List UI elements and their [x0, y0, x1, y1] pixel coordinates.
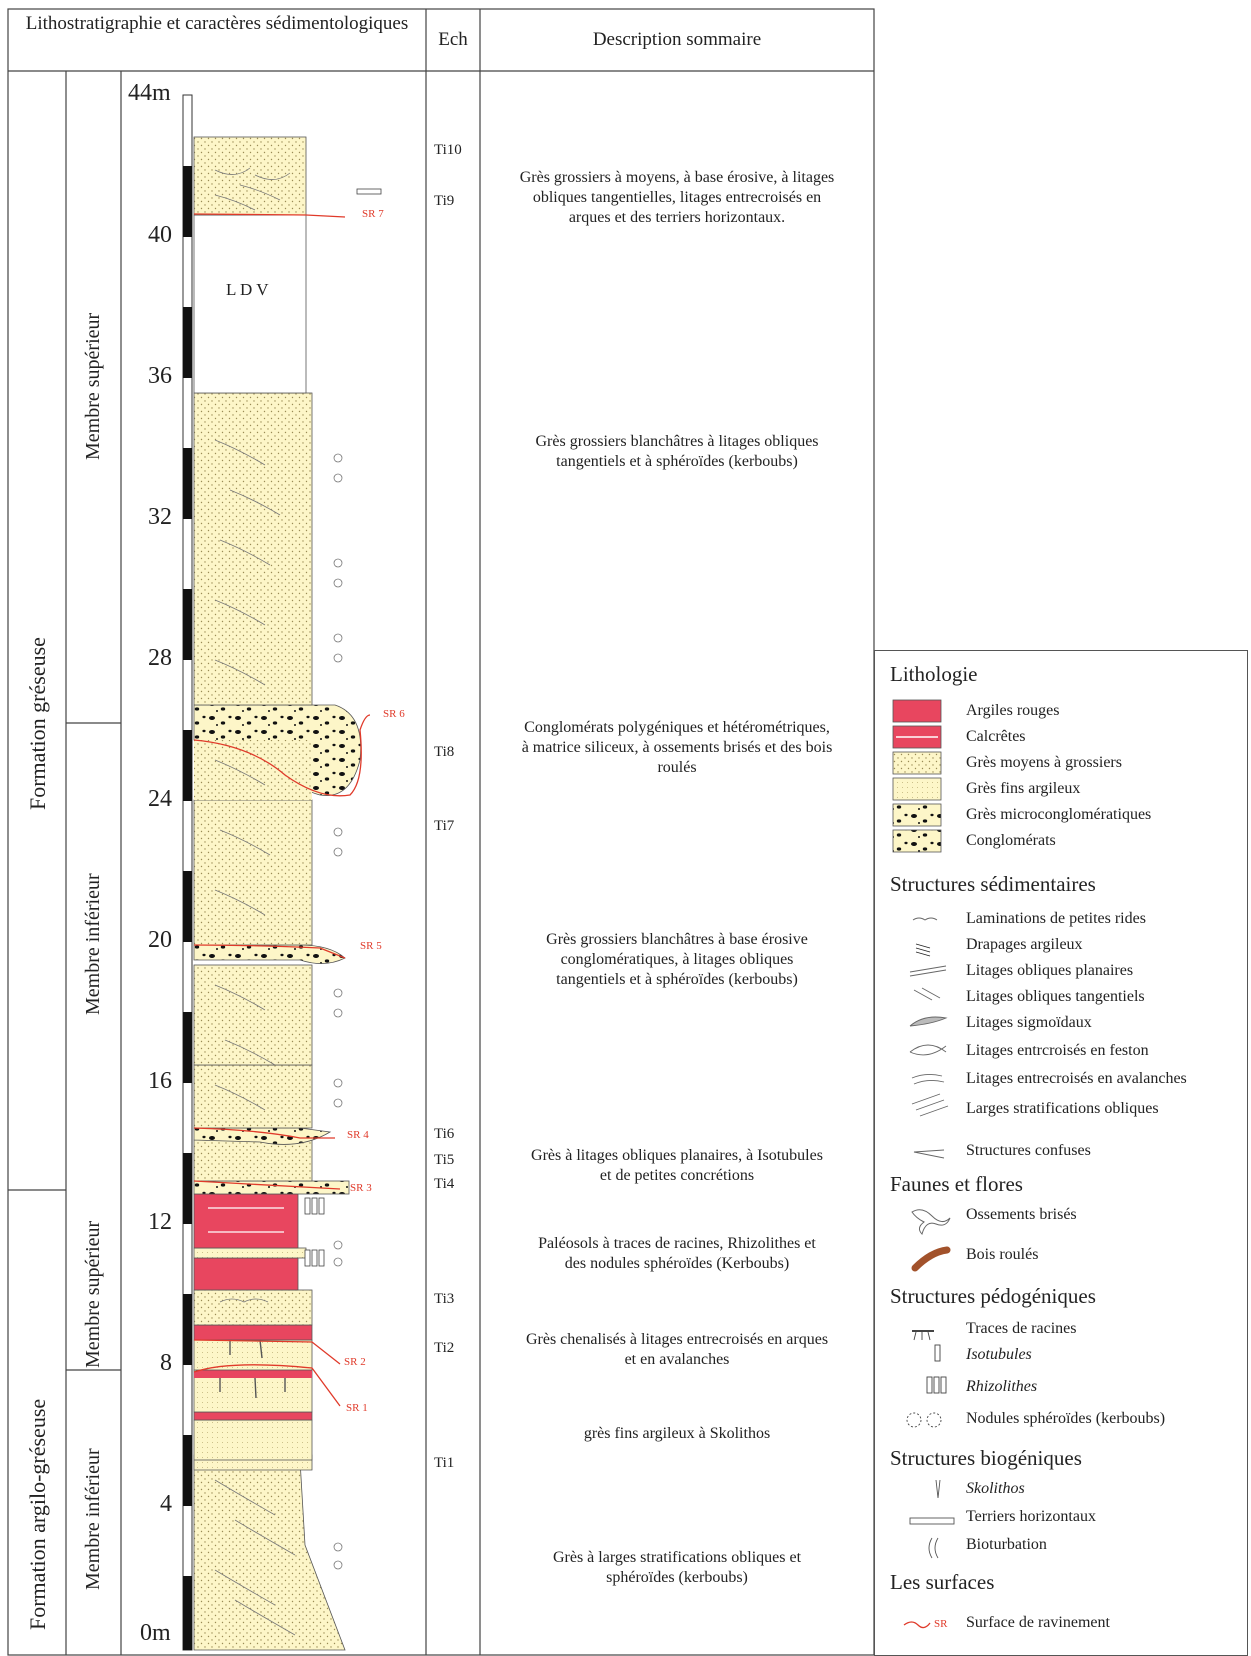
scale-24: 24: [148, 786, 172, 812]
sample-ti1: Ti1: [434, 1455, 455, 1471]
description-block: Conglomérats polygéniques et hétérométri…: [521, 719, 833, 776]
legend-item: Litages entrecroisés en avalanches: [966, 1070, 1187, 1087]
legend-structure-icons: [909, 917, 949, 1159]
legend-swatches: [892, 699, 942, 853]
legend-item: Rhizolithes: [966, 1378, 1038, 1395]
description-block: grès fins argileux à Skolithos: [583, 1425, 771, 1442]
description-block: Paléosols à traces de racines, Rhizolith…: [538, 1235, 816, 1272]
sr5-label: SR 5: [360, 940, 382, 952]
description-block: Grès à litages obliques planaires, à Iso…: [531, 1147, 823, 1184]
sr7-label: SR 7: [362, 208, 384, 220]
member-upper-1: Membre supérieur: [82, 312, 104, 460]
sample-ti8: Ti8: [434, 744, 455, 760]
sample-ti3: Ti3: [434, 1291, 455, 1307]
legend-item: Argiles rouges: [966, 702, 1060, 719]
scale-32: 32: [148, 504, 172, 530]
member-lower-2: Membre inférieur: [82, 1448, 104, 1590]
table-frame: [7, 8, 875, 1656]
scale-4: 4: [160, 1491, 172, 1517]
legend-item: Drapages argileux: [966, 936, 1083, 953]
scale-12: 12: [148, 1209, 172, 1235]
header-description: Description sommaire: [592, 29, 762, 50]
surface-lines: [193, 213, 371, 1407]
sample-ti4: Ti4: [434, 1176, 455, 1192]
sample-ti2: Ti2: [434, 1340, 455, 1356]
legend-surfaces-title: Les surfaces: [890, 1570, 995, 1594]
description-block: Grès grossiers blanchâtres à litages obl…: [535, 433, 819, 470]
member-upper-2: Membre supérieur: [82, 1220, 104, 1368]
legend-structures-title: Structures sédimentaires: [890, 872, 1096, 896]
formation-argilo-greseuse: Formation argilo-gréseuse: [25, 1398, 50, 1630]
header-lithostrat: Lithostratigraphie et caractères sédimen…: [25, 13, 409, 34]
sr2-label: SR 2: [344, 1356, 366, 1368]
legend-fauna-icons: [911, 1209, 951, 1272]
rhizolithe-marks: [304, 188, 382, 1267]
scale-40: 40: [148, 222, 172, 248]
description-block: Grès à larges stratifications obliques e…: [552, 1549, 802, 1586]
sample-ti6: Ti6: [434, 1126, 455, 1142]
scale-20: 20: [148, 927, 172, 953]
sr6-label: SR 6: [383, 708, 405, 720]
description-block: Grès chenalisés à litages entrecroisés e…: [525, 1331, 829, 1368]
sr3-label: SR 3: [350, 1182, 372, 1194]
cross-bedding: [214, 167, 296, 1636]
legend-item: Litages obliques tangentiels: [966, 988, 1145, 1005]
legend-item: Grès microconglomératiques: [966, 806, 1152, 823]
scale-36: 36: [148, 363, 172, 389]
legend-item: Isotubules: [966, 1346, 1032, 1363]
skolithos-marks: [219, 1339, 286, 1399]
sample-ti7: Ti7: [434, 818, 455, 834]
sample-ti9: Ti9: [434, 193, 455, 209]
scale-8: 8: [160, 1350, 172, 1376]
lithology-column: [193, 136, 362, 1651]
nodule-marks: [333, 453, 343, 1570]
legend-item: Traces de racines: [966, 1320, 1077, 1337]
legend-item: Litages sigmoïdaux: [966, 1014, 1092, 1031]
legend-item: Surface de ravinement: [966, 1614, 1110, 1631]
sr1-label: SR 1: [346, 1402, 368, 1414]
legend-item: Ossements brisés: [966, 1206, 1077, 1223]
legend-item: Litages entrcroisés en feston: [966, 1042, 1149, 1059]
legend-item: Skolithos: [966, 1480, 1025, 1497]
sample-ti10: Ti10: [434, 142, 462, 158]
legend-item: Bioturbation: [966, 1536, 1047, 1553]
legend-sr-symbol: SR: [934, 1618, 948, 1630]
legend-bio-icons: [909, 1479, 955, 1559]
legend-item: Grès moyens à grossiers: [966, 754, 1122, 771]
formation-greseuse: Formation gréseuse: [25, 637, 50, 810]
member-lower-1: Membre inférieur: [82, 873, 104, 1015]
scale-bottom: 0m: [140, 1620, 171, 1646]
legend-item: Litages obliques planaires: [966, 962, 1134, 979]
scale-16: 16: [148, 1068, 172, 1094]
sample-ti5: Ti5: [434, 1152, 455, 1168]
scale-bar: [182, 94, 193, 1651]
legend-item: Structures confuses: [966, 1142, 1091, 1159]
header-ech: Ech: [438, 29, 468, 50]
scale-top: 44m: [128, 80, 171, 106]
legend-faunes-title: Faunes et flores: [890, 1172, 1023, 1196]
legend-item: Bois roulés: [966, 1246, 1039, 1263]
legend-item: Nodules sphéroïdes (kerboubs): [966, 1410, 1166, 1427]
legend-pedo-title: Structures pédogéniques: [890, 1284, 1096, 1308]
legend-surface-icon: [903, 1621, 931, 1629]
legend-lithologie-title: Lithologie: [890, 662, 978, 686]
legend-pedo-icons: [906, 1330, 947, 1428]
legend-item: Conglomérats: [966, 832, 1056, 849]
legend-item: Calcrêtes: [966, 728, 1026, 745]
legend-item: Laminations de petites rides: [966, 910, 1146, 927]
sr4-label: SR 4: [347, 1129, 369, 1141]
legend-item: Larges stratifications obliques: [966, 1100, 1159, 1117]
description-block: Grès grossiers à moyens, à base érosive,…: [519, 169, 835, 226]
ldv-label: L D V: [226, 280, 269, 299]
legend-item: Terriers horizontaux: [966, 1508, 1096, 1525]
legend-item: Grès fins argileux: [966, 780, 1081, 797]
description-block: Grès grossiers blanchâtres à base érosiv…: [546, 931, 808, 988]
legend-bio-title: Structures biogéniques: [890, 1446, 1082, 1470]
scale-28: 28: [148, 645, 172, 671]
